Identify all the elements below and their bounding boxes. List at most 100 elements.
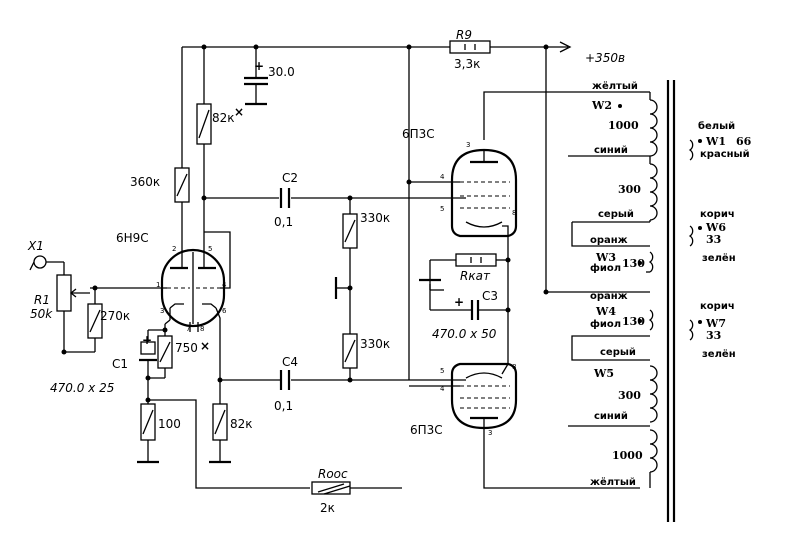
c1-polarity-mark: + [142,333,153,347]
driver-pin-3: 3 [160,307,165,315]
bottom-tube-pin-5: 5 [440,367,445,375]
driver-tube-label: 6Н9С [116,231,149,245]
w7-top-wire-color: корич [700,301,735,312]
top-tube-pin-8: 8 [512,209,517,217]
x1-label: X1 [28,239,44,253]
w1-turns: 66 [736,135,752,148]
top-tube-pin-3: 3 [466,141,471,149]
c2-value: 0,1 [274,215,294,229]
top-output-tube [406,47,640,380]
r9-resistor [449,40,491,54]
w2-bottom-wire-color: серый [598,209,634,220]
top-tube-pin-5: 5 [440,205,445,213]
r-330k-top-label: 330к [360,211,391,225]
driver-pin-4: 4 [222,281,227,289]
w2-label: W2 [592,99,613,112]
bottom-output-tube [409,362,640,489]
r-82k-bottom-label: 82к [230,417,253,431]
w2-lower-turns: 300 [618,183,641,196]
r-82k-top-branch [196,47,279,248]
r9-label: R9 [456,28,472,42]
c3-label: C3 [482,289,499,303]
c1-label: C1 [112,357,129,371]
supply-voltage-label: +350в [585,51,626,65]
c2-capacitor [279,188,430,208]
bottom-tube-pin-4: 4 [440,385,445,393]
cap-30-label: 30.0 [268,65,295,79]
input-section [29,255,103,355]
cap-30-capacitor [244,47,268,106]
w4-bottom-wire-color: фиол [590,319,622,330]
c3-value: 470.0 x 50 [432,327,497,341]
w6-top-wire-color: корич [700,209,735,220]
rkat-c3-network [419,253,511,364]
w3-turns: 130 [622,257,645,270]
w7-bottom-wire-color: зелён [702,349,736,360]
cap-30-polarity-mark: + [254,59,265,73]
w1-label: W1 [706,135,727,148]
w2-turns: 1000 [608,119,639,132]
c3-polarity-mark: + [454,295,465,309]
driver-pin-2: 2 [172,245,177,253]
w5-lower-turns: 1000 [612,449,643,462]
r-270k-label: 270к [100,309,131,323]
driver-pin-1: 1 [156,281,161,289]
w1-bottom-wire-color: красный [700,149,750,160]
output-transformer [543,47,702,522]
r1-value: 50k [30,307,53,321]
bottom-tube-pin-3: 3 [488,429,493,437]
r-360k-branch [174,47,190,248]
r1-label: R1 [34,293,50,307]
r-750-label: 750 [175,341,198,355]
w5-turns: 300 [618,389,641,402]
c4-capacitor [217,370,430,390]
w7-turns: 33 [706,329,722,342]
c4-value: 0,1 [274,399,294,413]
r-100-label: 100 [158,417,181,431]
r-82k-bottom-branch [209,380,231,464]
c2-label: C2 [282,171,299,185]
driver-pin-7: 7 [186,325,191,333]
driver-pin-6: 6 [222,307,227,315]
w6-turns: 33 [706,233,722,246]
top-tube-pin-4: 4 [440,173,445,181]
w7-label: W7 [706,317,727,330]
c4-label: C4 [282,355,299,369]
r-330k-bottom-label: 330к [360,337,391,351]
w3-label: W3 [596,251,617,264]
bottom-tube-pin-8: 8 [512,363,517,371]
r-360k-label: 360к [130,175,161,189]
w4-turns: 130 [622,315,645,328]
r-330k-divider [334,198,358,383]
rooc-resistor [311,481,402,495]
c1-value: 470.0 x 25 [50,381,115,395]
top-tube-label: 6П3С [402,127,435,141]
w5-top-wire-color: серый [600,347,636,358]
w4-label: W4 [596,305,617,318]
rkat-label: Rкат [460,269,490,283]
rooc-value: 2к [320,501,335,515]
driver-tube [90,231,231,380]
bottom-tube-label: 6П3С [410,423,443,437]
w3-bottom-wire-color: фиол [590,263,622,274]
r-82k-top-label: 82к [212,111,235,125]
w4-top-wire-color: оранж [590,291,628,302]
rooc-label: Rоос [318,467,348,481]
w2-tap-wire-color: синий [594,145,628,156]
test-point-mark-bottom: × [200,339,211,353]
driver-pin-8: 8 [200,325,205,333]
cathode-network [137,319,310,489]
w3-top-wire-color: оранж [590,235,628,246]
supply-rail [182,41,572,53]
w5-tap-wire-color: синий [594,411,628,422]
w1-top-wire-color: белый [698,121,736,132]
w5-bottom-wire-color: жёлтый [590,477,636,488]
test-point-mark-top: × [234,105,245,119]
r9-value: 3,3к [454,57,481,71]
w5-label: W5 [594,367,615,380]
w6-bottom-wire-color: зелён [702,253,736,264]
w2-top-wire-color: жёлтый [592,81,638,92]
w6-label: W6 [706,221,727,234]
